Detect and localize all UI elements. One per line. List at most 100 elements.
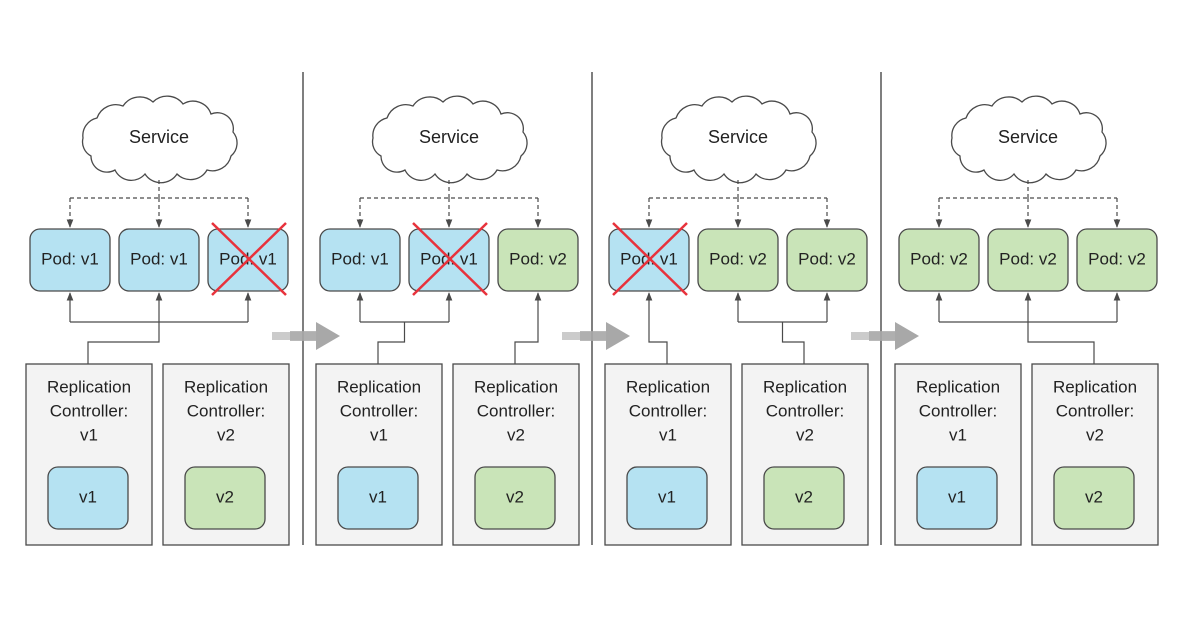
pod-template-label: v2 [795, 487, 813, 506]
pod-box [118, 228, 200, 292]
pod-template-box [1053, 466, 1135, 530]
controller-title-line: Replication [47, 377, 131, 396]
pod-label: Pod: v2 [910, 249, 968, 268]
pod: Pod: v2 [497, 228, 579, 292]
controller-pod-link [645, 292, 668, 364]
pod-box [697, 228, 779, 292]
transition-arrow [272, 322, 340, 350]
pod: Pod: v1 [207, 222, 289, 296]
pod-box [1076, 228, 1158, 292]
controller-title-line: Controller: [766, 401, 844, 420]
pod-box [497, 228, 579, 292]
pod-box [29, 228, 111, 292]
controller-title-line: Controller: [629, 401, 707, 420]
transition-arrow [851, 322, 919, 350]
service-label: Service [419, 127, 479, 147]
controller-pod-link [66, 292, 252, 364]
service-cloud [660, 95, 817, 184]
pod-template-label: v2 [506, 487, 524, 506]
pod-label: Pod: v2 [709, 249, 767, 268]
pod: Pod: v2 [697, 228, 779, 292]
pod: Pod: v2 [987, 228, 1069, 292]
controller-pod-link [356, 292, 453, 364]
pod-template-label: v1 [948, 487, 966, 506]
controller-title-line: v1 [370, 425, 388, 444]
pod-template-box [916, 466, 998, 530]
pod: Pod: v1 [29, 228, 111, 292]
pod-label: Pod: v2 [1088, 249, 1146, 268]
pod-box [898, 228, 980, 292]
controller-title-line: v1 [949, 425, 967, 444]
pod-template-label: v1 [79, 487, 97, 506]
pod: Pod: v2 [1076, 228, 1158, 292]
controller-title-line: Controller: [50, 401, 128, 420]
service-cloud [371, 95, 528, 184]
pod: Pod: v1 [408, 222, 490, 296]
pod-label: Pod: v1 [331, 249, 389, 268]
service-cloud [950, 95, 1107, 184]
service-label: Service [708, 127, 768, 147]
pod-box [987, 228, 1069, 292]
controller-title-line: Replication [184, 377, 268, 396]
controller-title-line: v2 [217, 425, 235, 444]
pod: Pod: v2 [898, 228, 980, 292]
pod-box [319, 228, 401, 292]
controller-title-line: v1 [659, 425, 677, 444]
controller-title-line: Controller: [187, 401, 265, 420]
service-label: Service [129, 127, 189, 147]
deleted-cross-icon [612, 222, 688, 296]
controller-title-line: Replication [1053, 377, 1137, 396]
pod: Pod: v1 [319, 228, 401, 292]
deleted-cross-icon [412, 222, 488, 296]
pod: Pod: v2 [786, 228, 868, 292]
controller-title-line: Replication [916, 377, 1000, 396]
controller-title-line: v2 [507, 425, 525, 444]
controller-title-line: Replication [763, 377, 847, 396]
pod-template-label: v2 [216, 487, 234, 506]
pod-label: Pod: v2 [999, 249, 1057, 268]
controller-title-line: v2 [796, 425, 814, 444]
controller-title-line: Controller: [477, 401, 555, 420]
pod: Pod: v1 [118, 228, 200, 292]
transition-arrow [562, 322, 630, 350]
controller-title-line: Controller: [340, 401, 418, 420]
controller-title-line: v1 [80, 425, 98, 444]
controller-title-line: Controller: [1056, 401, 1134, 420]
pod-box [786, 228, 868, 292]
deleted-cross-icon [211, 222, 287, 296]
pod-label: Pod: v2 [798, 249, 856, 268]
pod-template-label: v1 [369, 487, 387, 506]
service-label: Service [998, 127, 1058, 147]
controller-pod-link [514, 292, 542, 364]
controller-title-line: Replication [474, 377, 558, 396]
controller-title-line: v2 [1086, 425, 1104, 444]
pod-label: Pod: v1 [41, 249, 99, 268]
pod-template-box [47, 466, 129, 530]
pod-label: Pod: v2 [509, 249, 567, 268]
pod-template-box [184, 466, 266, 530]
pod-template-box [337, 466, 419, 530]
pod-label: Pod: v1 [130, 249, 188, 268]
pod-template-box [626, 466, 708, 530]
pod-template-label: v2 [1085, 487, 1103, 506]
controller-title-line: Replication [626, 377, 710, 396]
controller-pod-link [734, 292, 831, 364]
controller-title-line: Replication [337, 377, 421, 396]
pod-template-label: v1 [658, 487, 676, 506]
pod-template-box [474, 466, 556, 530]
controller-title-line: Controller: [919, 401, 997, 420]
